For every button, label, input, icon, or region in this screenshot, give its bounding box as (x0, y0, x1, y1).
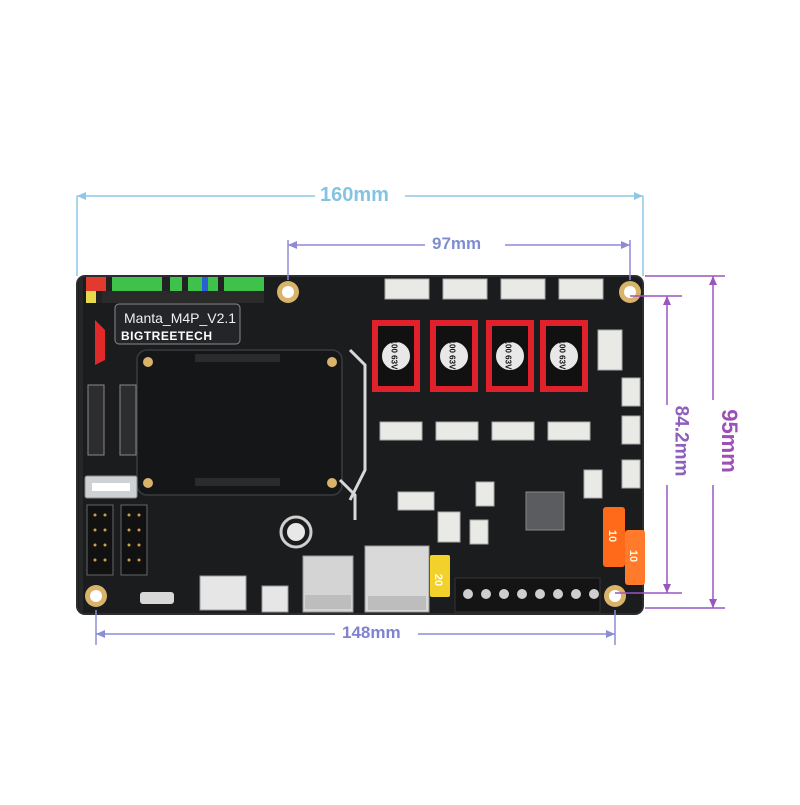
model-plate (114, 303, 241, 345)
gpio-header (86, 277, 264, 303)
dimension-label-95mm: 95mm (716, 409, 742, 473)
dimension-label-97mm: 97mm (432, 234, 482, 253)
dimension-label-160mm: 160mm (320, 184, 389, 206)
fuse-10-b (625, 530, 645, 585)
dimension-label-84mm: 84.2mm (670, 405, 692, 477)
capacitor-label: 100 63V (503, 339, 513, 370)
fuse-label: 20 (432, 573, 445, 587)
capacitor-label: 100 63V (557, 339, 567, 370)
dimension-84mm (615, 295, 682, 594)
fuse-20 (430, 555, 450, 597)
terminal-block (454, 577, 601, 613)
dimension-160mm (76, 192, 644, 276)
capacitor-label: 100 63V (389, 339, 399, 370)
dimension-label-148mm: 148mm (342, 623, 401, 642)
fuse-10-a (603, 507, 625, 567)
dimension-97mm (287, 240, 631, 280)
mounting-holes (85, 281, 641, 607)
brand-logo: BIGTREETECH (121, 329, 213, 343)
dimension-95mm (645, 275, 725, 609)
dimension-148mm (95, 610, 616, 645)
stepper-drivers (372, 320, 588, 392)
board-model-label: Manta_M4P_V2.1 (124, 310, 237, 326)
capacitor-label: 100 63V (447, 339, 457, 370)
fuse-label: 10 (606, 529, 619, 543)
motor-connectors (384, 278, 604, 300)
fuse-label: 10 (627, 549, 640, 563)
compute-module (136, 349, 343, 496)
